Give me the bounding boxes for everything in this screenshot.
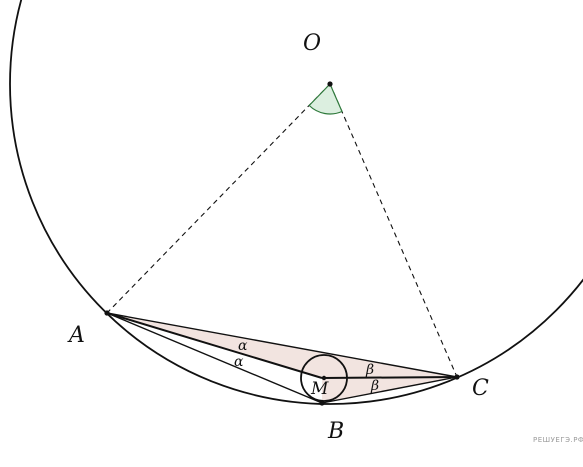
watermark: РЕШУЕГЭ.РФ [533, 436, 583, 444]
label-C: C [472, 376, 489, 401]
angle-alpha-upper: α [238, 338, 248, 354]
point-B [319, 400, 325, 406]
point-A [104, 310, 110, 316]
point-M [321, 375, 327, 381]
segment-AM [106, 312, 323, 379]
triangle-lower-AMC [107, 313, 457, 403]
point-O [327, 81, 333, 87]
label-A: A [67, 323, 85, 348]
segment-MC [321, 376, 458, 379]
angle-beta-lower: β [370, 378, 379, 394]
radius-OC [329, 83, 458, 378]
circumcircle [9, 0, 583, 405]
segment-AB [106, 312, 323, 404]
radius-OA [106, 83, 331, 314]
label-M: M [310, 379, 329, 399]
central-angle-sector [308, 82, 343, 115]
segment-AC [106, 312, 458, 378]
label-B: B [327, 419, 344, 444]
point-C [454, 374, 460, 380]
angle-beta-upper: β [365, 362, 374, 378]
angle-alpha-lower: α [234, 354, 244, 370]
segment-BC [321, 376, 458, 404]
incircle-M [300, 354, 348, 402]
label-O: O [303, 31, 321, 56]
